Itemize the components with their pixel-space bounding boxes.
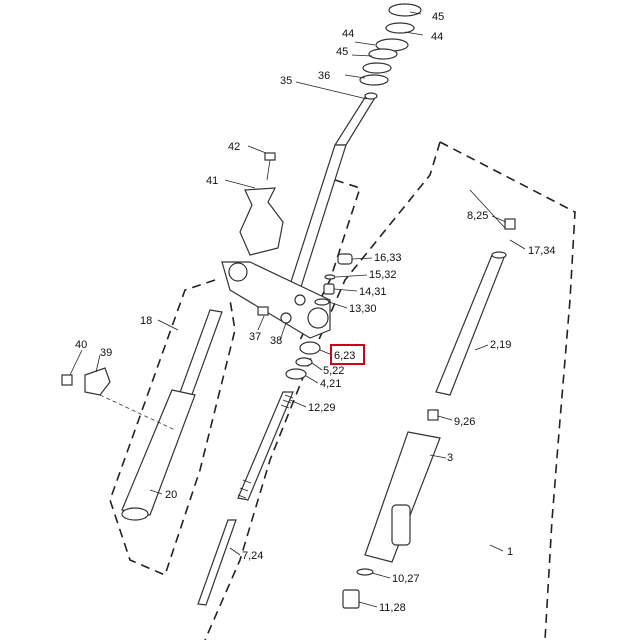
callout-15-32[interactable]: 15,32 (369, 269, 397, 281)
callout-35[interactable]: 35 (280, 75, 292, 87)
callout-16-33[interactable]: 16,33 (374, 252, 402, 264)
bearing-stack (359, 3, 422, 86)
callout-37[interactable]: 37 (249, 331, 261, 343)
callout-5-22[interactable]: 5,22 (323, 365, 344, 377)
callout-11-28[interactable]: 11,28 (379, 602, 406, 614)
callout-10-27[interactable]: 10,27 (392, 573, 420, 585)
callout-40[interactable]: 40 (75, 339, 87, 351)
group-outline-left-fork (109, 279, 236, 577)
washer-10-27 (356, 568, 374, 576)
spring-12-29 (237, 391, 294, 501)
fork-tube-cap (491, 251, 507, 259)
callout-42[interactable]: 42 (228, 141, 240, 153)
callout-labels: 45 44 44 45 36 35 42 41 8,25 17,34 16,33… (75, 11, 556, 614)
callout-36[interactable]: 36 (318, 70, 330, 82)
callout-8-25[interactable]: 8,25 (467, 210, 488, 222)
spring-8-25 (504, 218, 516, 230)
callout-41[interactable]: 41 (206, 175, 218, 187)
fork-leg-right (364, 431, 441, 563)
steering-stem (288, 92, 378, 291)
callout-38[interactable]: 38 (270, 335, 282, 347)
callout-9-26[interactable]: 9,26 (454, 416, 475, 428)
ring-4-21 (285, 368, 307, 380)
callout-7-24[interactable]: 7,24 (242, 550, 263, 562)
fork-tube-right (435, 254, 506, 396)
callout-4-21[interactable]: 4,21 (320, 378, 341, 390)
callout-39[interactable]: 39 (100, 347, 112, 359)
bolt-37 (257, 306, 269, 316)
highlight-box (330, 344, 365, 365)
callout-2-19[interactable]: 2,19 (490, 339, 511, 351)
callout-3[interactable]: 3 (447, 452, 453, 464)
callout-18[interactable]: 18 (140, 315, 152, 327)
rod-7-24 (197, 519, 237, 606)
fork-leg-left (121, 309, 223, 521)
callout-45[interactable]: 45 (336, 46, 348, 58)
callout-6-23[interactable]: 6,23 (334, 350, 355, 362)
bracket-41 (239, 187, 284, 256)
callout-14-31[interactable]: 14,31 (359, 286, 387, 298)
callout-44[interactable]: 44 (342, 28, 354, 40)
callout-45[interactable]: 45 (432, 11, 444, 23)
seal-6-23 (299, 341, 321, 355)
rod-8-25 (469, 189, 506, 229)
callout-13-30[interactable]: 13,30 (349, 303, 377, 315)
callout-12-29[interactable]: 12,29 (308, 402, 336, 414)
clamp-39 (84, 367, 111, 396)
callout-1[interactable]: 1 (507, 546, 513, 558)
ring-38 (280, 312, 292, 324)
callout-44[interactable]: 44 (431, 31, 443, 43)
triple-clamp (221, 261, 331, 339)
callout-20[interactable]: 20 (165, 489, 177, 501)
washer-5-22 (295, 357, 313, 367)
small-parts-column (314, 253, 353, 306)
bolt-42 (264, 152, 276, 181)
leader-lines (69, 11, 526, 608)
callout-17-34[interactable]: 17,34 (528, 245, 556, 257)
bolt-40 (61, 374, 73, 386)
bolt-11-28 (342, 589, 360, 609)
bushing-9-26 (427, 409, 439, 421)
